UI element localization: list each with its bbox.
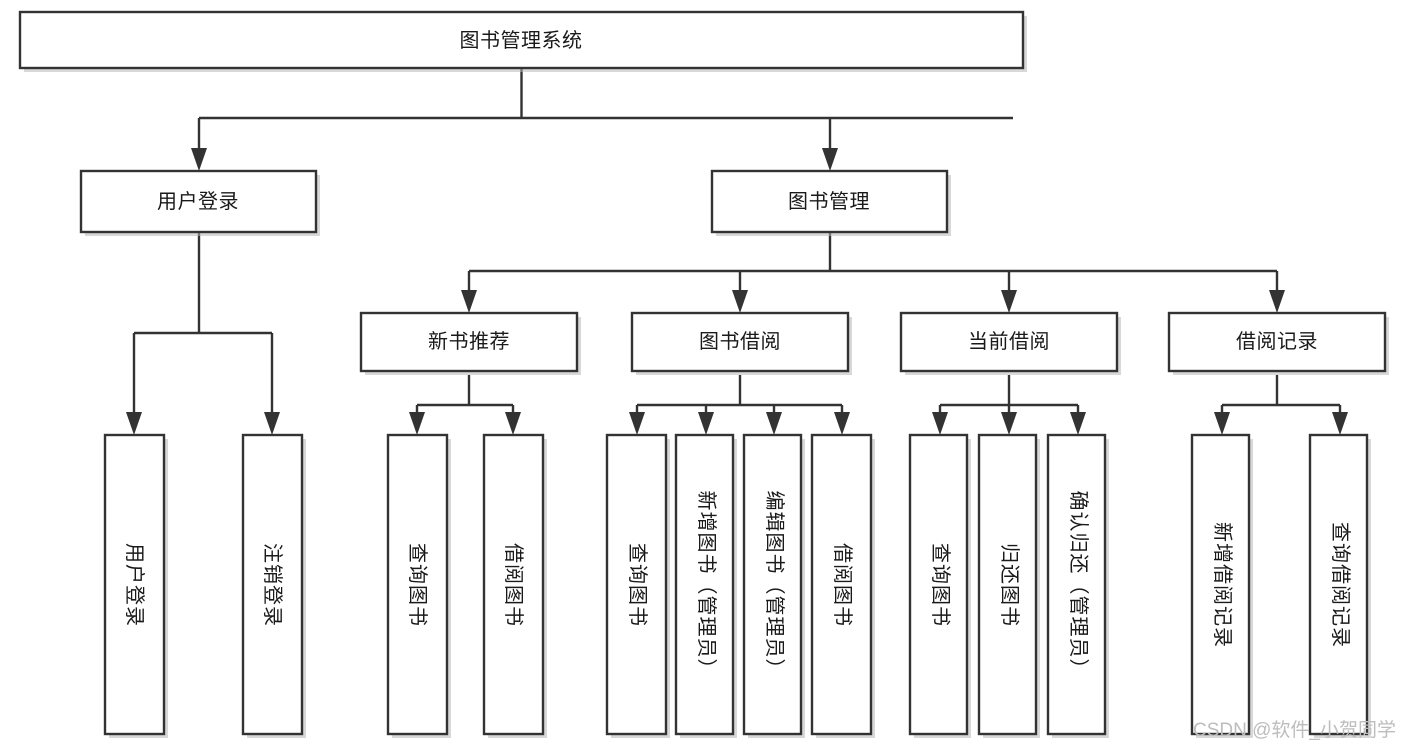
node-new-book-recommend-rect[interactable] [359, 311, 579, 373]
connector-layer [126, 68, 1348, 435]
leaf-current-borrow-2[interactable]: 归还图书 [977, 433, 1040, 738]
arrow-cb-leaf-2 [1001, 412, 1017, 435]
leaf-current-borrow-1[interactable]: 查询图书 [908, 433, 971, 738]
leaf-current-borrow-3-label: 确认归还（管理员） [1067, 491, 1090, 680]
node-borrow-record[interactable]: 借阅记录 [1167, 311, 1389, 375]
node-user-login[interactable]: 用户登录 [79, 169, 320, 236]
node-book-manage-rect[interactable] [710, 169, 949, 234]
node-current-borrow-rect[interactable] [899, 311, 1119, 373]
leaf-user-login-1-rect[interactable] [103, 433, 166, 736]
leaf-book-borrow-2-rect[interactable] [674, 433, 735, 736]
leaf-current-borrow-3[interactable]: 确认归还（管理员） [1046, 433, 1109, 738]
node-borrow-record-label: 借阅记录 [1236, 330, 1318, 353]
leaf-book-borrow-3-label: 编辑图书（管理员） [763, 491, 786, 680]
arrow-root-to-user-login [191, 148, 207, 171]
leaf-book-borrow-1-rect[interactable] [605, 433, 668, 736]
arrow-bb-leaf-3 [766, 412, 782, 435]
arrow-cb-leaf-3 [1070, 412, 1086, 435]
leaf-book-borrow-2[interactable]: 新增图书（管理员） [674, 433, 737, 738]
leaf-user-login-2-rect[interactable] [241, 433, 304, 736]
arrow-nb-leaf-1 [409, 412, 425, 435]
node-current-borrow-label: 当前借阅 [968, 330, 1050, 353]
leaf-borrow-record-2-rect[interactable] [1308, 433, 1369, 736]
arrow-br-leaf-2 [1332, 412, 1348, 435]
node-new-book-recommend[interactable]: 新书推荐 [359, 311, 581, 375]
leaf-borrow-record-2[interactable]: 查询借阅记录 [1308, 433, 1371, 738]
arrow-bm-to-new-book [461, 290, 477, 313]
arrow-user-login-leaf-2 [264, 412, 280, 435]
arrow-bm-to-book-borrow [732, 290, 748, 313]
node-borrow-record-rect[interactable] [1167, 311, 1387, 373]
leaf-new-book-1-rect[interactable] [386, 433, 449, 736]
leaf-current-borrow-1-label: 查询图书 [929, 543, 952, 627]
node-book-borrow[interactable]: 图书借阅 [630, 311, 852, 375]
arrow-br-leaf-1 [1214, 412, 1230, 435]
arrow-nb-leaf-2 [505, 412, 521, 435]
arrow-bb-leaf-1 [629, 412, 645, 435]
watermark-label: CSDN @软件_小贺同学 [1193, 719, 1396, 741]
leaf-user-login-1[interactable]: 用户登录 [103, 433, 168, 738]
arrow-user-login-leaf-1 [126, 412, 142, 435]
leaf-book-borrow-1[interactable]: 查询图书 [605, 433, 670, 738]
node-book-borrow-label: 图书借阅 [699, 330, 781, 353]
leaf-borrow-record-1-label: 新增借阅记录 [1211, 522, 1234, 648]
leaf-new-book-2-label: 借阅图书 [502, 543, 525, 627]
node-new-book-recommend-label: 新书推荐 [428, 330, 510, 353]
leaf-user-login-2-label: 注销登录 [261, 543, 284, 627]
leaf-borrow-record-1[interactable]: 新增借阅记录 [1190, 433, 1253, 738]
leaf-book-borrow-2-label: 新增图书（管理员） [695, 491, 718, 680]
leaf-book-borrow-3[interactable]: 编辑图书（管理员） [742, 433, 805, 738]
node-current-borrow[interactable]: 当前借阅 [899, 311, 1121, 375]
leaf-new-book-2[interactable]: 借阅图书 [482, 433, 547, 738]
arrow-bb-leaf-2 [698, 412, 714, 435]
node-root-system[interactable]: 图书管理系统 [18, 10, 1027, 72]
leaf-current-borrow-2-label: 归还图书 [998, 543, 1021, 627]
leaf-borrow-record-1-rect[interactable] [1190, 433, 1251, 736]
leaf-current-borrow-3-rect[interactable] [1046, 433, 1107, 736]
leaf-current-borrow-1-rect[interactable] [908, 433, 969, 736]
leaf-book-borrow-4-label: 借阅图书 [831, 543, 854, 627]
node-book-borrow-rect[interactable] [630, 311, 850, 373]
node-root-label: 图书管理系统 [460, 29, 583, 52]
leaf-book-borrow-4-rect[interactable] [810, 433, 873, 736]
leaf-user-login-1-label: 用户登录 [123, 543, 146, 627]
leaf-book-borrow-1-label: 查询图书 [626, 543, 649, 627]
leaf-user-login-2[interactable]: 注销登录 [241, 433, 306, 738]
leaf-borrow-record-2-label: 查询借阅记录 [1329, 522, 1352, 648]
leaf-new-book-2-rect[interactable] [482, 433, 545, 736]
node-user-login-rect[interactable] [79, 169, 318, 234]
arrow-root-to-book-manage [822, 148, 838, 171]
arrow-bm-to-borrow-record [1269, 290, 1285, 313]
leaf-book-borrow-4[interactable]: 借阅图书 [810, 433, 875, 738]
leaf-current-borrow-2-rect[interactable] [977, 433, 1038, 736]
arrow-bb-leaf-4 [834, 412, 850, 435]
leaf-new-book-1[interactable]: 查询图书 [386, 433, 451, 738]
leaf-new-book-1-label: 查询图书 [406, 543, 429, 627]
node-book-manage[interactable]: 图书管理 [710, 169, 951, 236]
node-root-rect[interactable] [18, 10, 1025, 70]
arrow-bm-to-current-borrow [1001, 290, 1017, 313]
node-user-login-label: 用户登录 [157, 190, 239, 213]
node-book-manage-label: 图书管理 [788, 190, 870, 213]
leaf-book-borrow-3-rect[interactable] [742, 433, 803, 736]
arrow-cb-leaf-1 [932, 412, 948, 435]
